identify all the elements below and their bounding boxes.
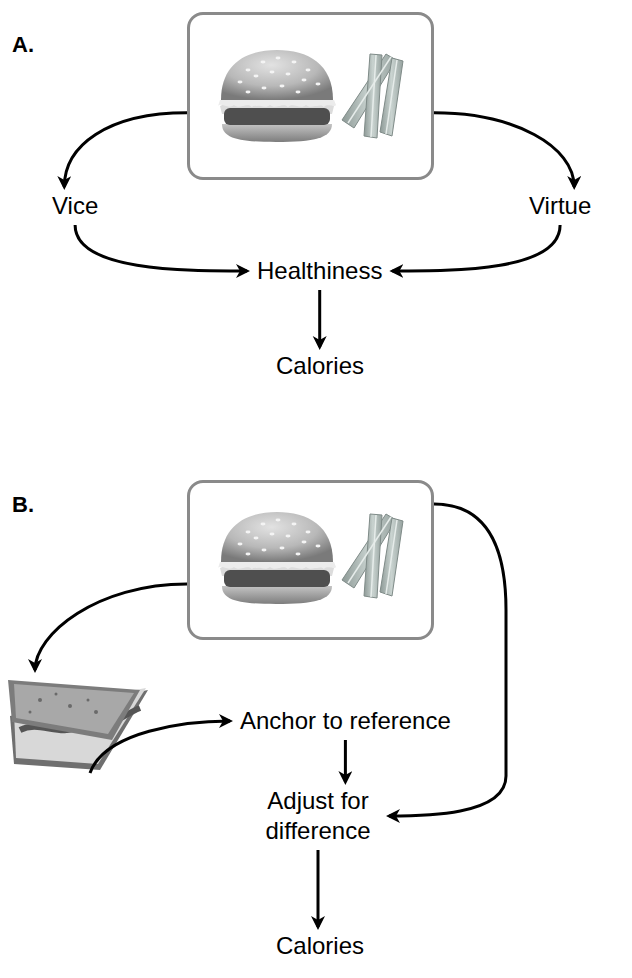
arrow-connector [317, 850, 320, 927]
text-node: Anchor to reference [236, 706, 455, 736]
arrow-connector [344, 740, 347, 782]
node-text: Calories [276, 931, 364, 961]
sandwich-node [5, 674, 153, 770]
text-node: Healthiness [253, 256, 386, 286]
arrow-connector [35, 584, 187, 670]
arrow-connector [75, 225, 247, 271]
arrow-connector [318, 290, 321, 347]
node-text: Vice [52, 191, 98, 221]
text-node: Calories [272, 931, 368, 961]
celery-image [342, 54, 403, 138]
celery-image [342, 514, 403, 598]
text-node: Calories [272, 351, 368, 381]
sandwich-image [8, 680, 148, 770]
arrow-connector [90, 721, 230, 773]
image-box [187, 12, 434, 180]
node-text: Anchor to reference [240, 706, 451, 736]
node-text: Healthiness [257, 256, 382, 286]
panel-label: B. [12, 492, 34, 518]
image-box [187, 480, 434, 640]
node-text: Virtue [529, 191, 591, 221]
burger-image [218, 512, 336, 604]
burger-image [218, 50, 336, 142]
node-text: Adjust for difference [257, 786, 379, 846]
text-node: Adjust for difference [253, 786, 383, 846]
arrow-connector [389, 504, 506, 816]
panel-label: A. [12, 32, 34, 58]
text-node: Virtue [525, 191, 595, 221]
arrow-connector [434, 113, 574, 187]
arrow-connector [392, 225, 560, 271]
node-text: Calories [276, 351, 364, 381]
arrow-connector [64, 113, 187, 187]
text-node: Vice [48, 191, 102, 221]
